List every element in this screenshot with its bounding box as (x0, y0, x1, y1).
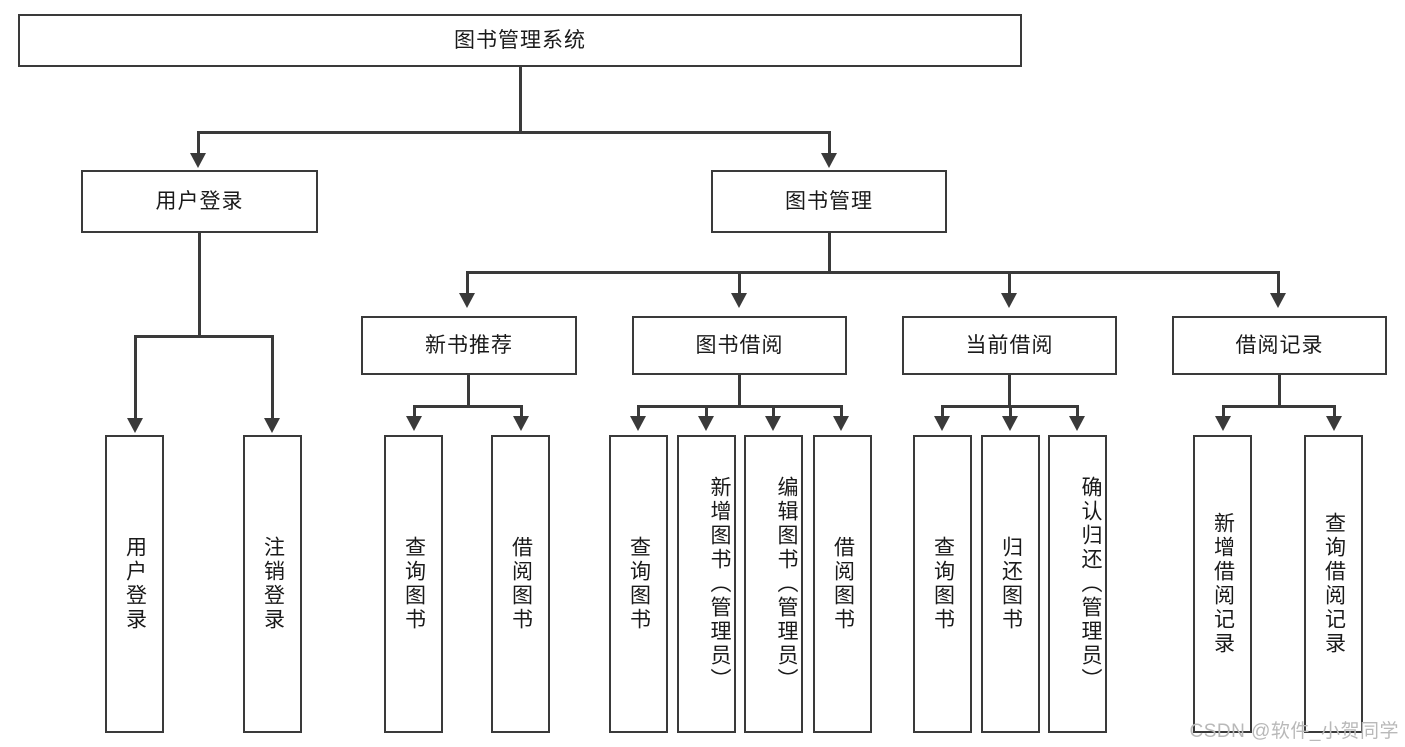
connector-book-borrow-stem (738, 375, 741, 405)
arrow-borrow-record-child-2 (1326, 416, 1342, 431)
arrow-new-book-child-1 (406, 416, 422, 431)
arrow-book-borrow-child-3 (765, 416, 781, 431)
node-label: 查询借阅记录 (1322, 512, 1346, 656)
connector-current-borrow-child-2 (1009, 405, 1012, 418)
node-user-login[interactable]: 用户登录 (81, 170, 318, 233)
connector-current-borrow-stem (1008, 375, 1011, 405)
connector-root-stem (519, 67, 522, 131)
connector-user-login-child-2 (271, 335, 274, 420)
connector-book-manage-stem (828, 233, 831, 271)
arrow-to-new-book (459, 293, 475, 308)
node-label: 图书管理 (785, 189, 873, 213)
connector-current-borrow-child-1 (941, 405, 944, 418)
connector-book-borrow-child-2 (705, 405, 708, 418)
arrow-current-borrow-child-2 (1002, 416, 1018, 431)
leaf-current-borrow-query-book[interactable]: 查询图书 (913, 435, 972, 733)
connector-new-book-child-2 (520, 405, 523, 418)
node-label: 查询图书 (627, 536, 651, 632)
arrow-to-book-manage (821, 153, 837, 168)
connector-current-borrow-child-3 (1076, 405, 1079, 418)
connector-book-borrow-child-1 (637, 405, 640, 418)
connector-level2-bus (466, 271, 1280, 274)
connector-borrow-record-child-1 (1222, 405, 1225, 418)
arrow-current-borrow-child-3 (1069, 416, 1085, 431)
connector-to-book-manage (828, 131, 831, 155)
connector-new-book-child-1 (413, 405, 416, 418)
connector-new-book-bus (413, 405, 523, 408)
connector-user-login-bus (134, 335, 271, 338)
connector-to-borrow-record (1277, 271, 1280, 295)
node-label: 新增借阅记录 (1211, 512, 1235, 656)
node-label: 新增图书（管理员） (708, 476, 731, 692)
node-label: 注销登录 (261, 536, 285, 632)
node-book-borrow[interactable]: 图书借阅 (632, 316, 847, 375)
arrow-borrow-record-child-1 (1215, 416, 1231, 431)
leaf-book-borrow-query-book[interactable]: 查询图书 (609, 435, 668, 733)
leaf-user-login-login[interactable]: 用户登录 (105, 435, 164, 733)
node-new-book-recommend[interactable]: 新书推荐 (361, 316, 577, 375)
leaf-borrow-record-query-record[interactable]: 查询借阅记录 (1304, 435, 1363, 733)
connector-borrow-record-bus (1222, 405, 1336, 408)
node-label: 借阅图书 (509, 536, 533, 632)
node-label: 查询图书 (402, 536, 426, 632)
node-label: 用户登录 (123, 536, 147, 632)
leaf-book-borrow-add-book[interactable]: 新增图书（管理员） (677, 435, 736, 733)
connector-borrow-record-child-2 (1333, 405, 1336, 418)
leaf-new-book-query-book[interactable]: 查询图书 (384, 435, 443, 733)
arrow-current-borrow-child-1 (934, 416, 950, 431)
connector-to-current-borrow (1008, 271, 1011, 295)
arrow-book-borrow-child-1 (630, 416, 646, 431)
arrow-book-borrow-child-2 (698, 416, 714, 431)
node-label: 确认归还（管理员） (1079, 476, 1102, 692)
leaf-borrow-record-add-record[interactable]: 新增借阅记录 (1193, 435, 1252, 733)
connector-borrow-record-stem (1278, 375, 1281, 405)
connector-book-borrow-child-3 (772, 405, 775, 418)
connector-user-login-stem (198, 233, 201, 335)
node-label: 图书借阅 (695, 333, 784, 357)
node-label: 借阅记录 (1235, 333, 1324, 357)
connector-book-borrow-bus (637, 405, 843, 408)
arrow-to-borrow-record (1270, 293, 1286, 308)
node-borrow-record[interactable]: 借阅记录 (1172, 316, 1387, 375)
node-label: 当前借阅 (965, 333, 1054, 357)
arrow-to-current-borrow (1001, 293, 1017, 308)
arrow-user-login-child-2 (264, 418, 280, 433)
node-label: 查询图书 (931, 536, 955, 632)
arrow-user-login-child-1 (127, 418, 143, 433)
node-label: 归还图书 (999, 536, 1023, 632)
leaf-user-login-logout[interactable]: 注销登录 (243, 435, 302, 733)
node-label: 图书管理系统 (454, 28, 586, 52)
node-label: 编辑图书（管理员） (775, 476, 798, 692)
node-current-borrow[interactable]: 当前借阅 (902, 316, 1117, 375)
node-book-management[interactable]: 图书管理 (711, 170, 947, 233)
arrow-book-borrow-child-4 (833, 416, 849, 431)
arrow-to-book-borrow (731, 293, 747, 308)
connector-book-borrow-child-4 (840, 405, 843, 418)
leaf-book-borrow-edit-book[interactable]: 编辑图书（管理员） (744, 435, 803, 733)
node-root-library-system[interactable]: 图书管理系统 (18, 14, 1022, 67)
node-label: 用户登录 (155, 189, 244, 213)
connector-to-user-login (197, 131, 200, 155)
leaf-new-book-borrow-book[interactable]: 借阅图书 (491, 435, 550, 733)
connector-to-book-borrow (738, 271, 741, 295)
leaf-current-borrow-return-book[interactable]: 归还图书 (981, 435, 1040, 733)
connector-user-login-child-1 (134, 335, 137, 420)
node-label: 借阅图书 (831, 536, 855, 632)
connector-level1-bus (197, 131, 831, 134)
leaf-current-borrow-confirm-return[interactable]: 确认归还（管理员） (1048, 435, 1107, 733)
leaf-book-borrow-borrow-book[interactable]: 借阅图书 (813, 435, 872, 733)
arrow-new-book-child-2 (513, 416, 529, 431)
connector-new-book-stem (467, 375, 470, 405)
node-label: 新书推荐 (425, 333, 513, 357)
connector-to-new-book (466, 271, 469, 295)
arrow-to-user-login (190, 153, 206, 168)
